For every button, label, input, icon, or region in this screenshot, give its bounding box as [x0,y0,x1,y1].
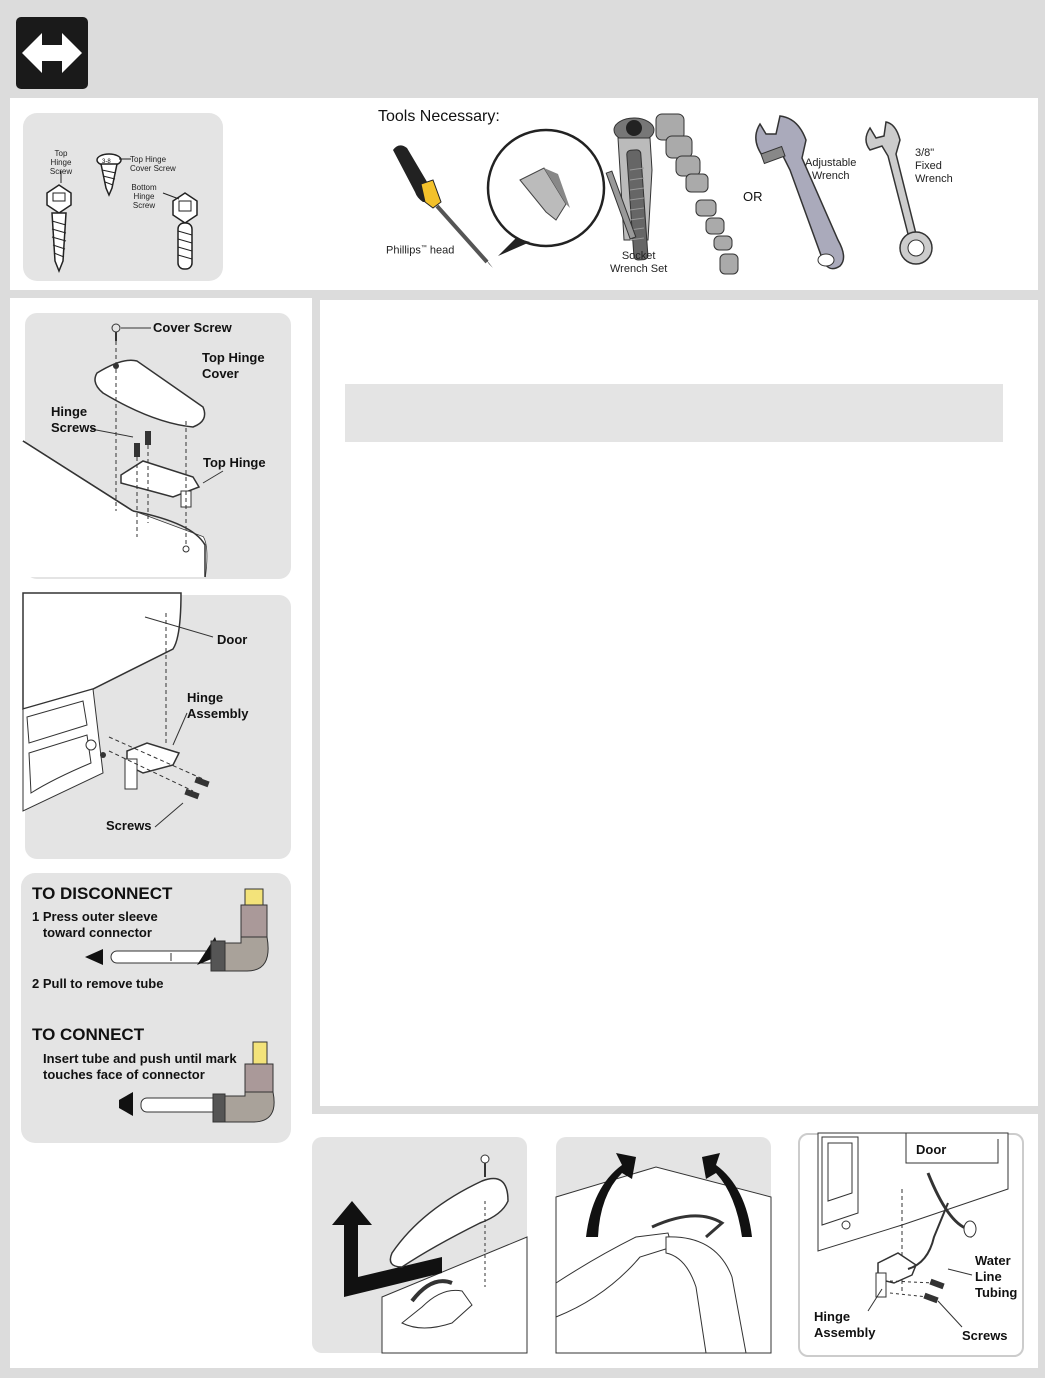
hinge-screws-label: Hinge Screws [51,404,97,436]
screws-label: Screws [106,818,152,834]
water-screws-label: Screws [962,1328,1008,1344]
cover-screw-label: Cover Screw [153,320,232,336]
water-line-tubing-label: Water Line Tubing [975,1253,1017,1301]
water-hinge-assembly-label: Hinge Assembly [814,1309,875,1341]
bottom-hinge-illustration [23,593,289,857]
top-hinge-label: Top Hinge [203,455,266,471]
tools-title: Tools Necessary: [378,108,500,126]
remove-cover-illustration [312,1137,527,1353]
door-label: Door [217,632,247,648]
top-hinge-cover-label: Top Hinge Cover [202,350,265,382]
connect-connector-illustration [21,1040,291,1120]
adjustable-wrench-label: Adjustable Wrench [805,157,856,183]
socket-label: Socket Wrench Set [610,250,667,276]
disconnect-connector-illustration [21,885,291,985]
fixed-wrench-icon [858,116,948,266]
hands-illustration [556,1137,771,1353]
phillips-bit-magnifier-icon [486,128,616,258]
hinge-assembly-label: Hinge Assembly [187,690,248,722]
adjustable-wrench-icon [740,110,850,280]
screws-illustration: 3-8 [23,113,223,281]
fixed-wrench-label: 3/8" Fixed Wrench [915,147,953,186]
double-arrow-icon [16,17,88,89]
header-bar [0,0,1045,96]
instruction-header-box [345,384,1003,442]
water-door-label: Door [916,1142,946,1158]
phillips-label: Phillips™ head [386,242,454,258]
